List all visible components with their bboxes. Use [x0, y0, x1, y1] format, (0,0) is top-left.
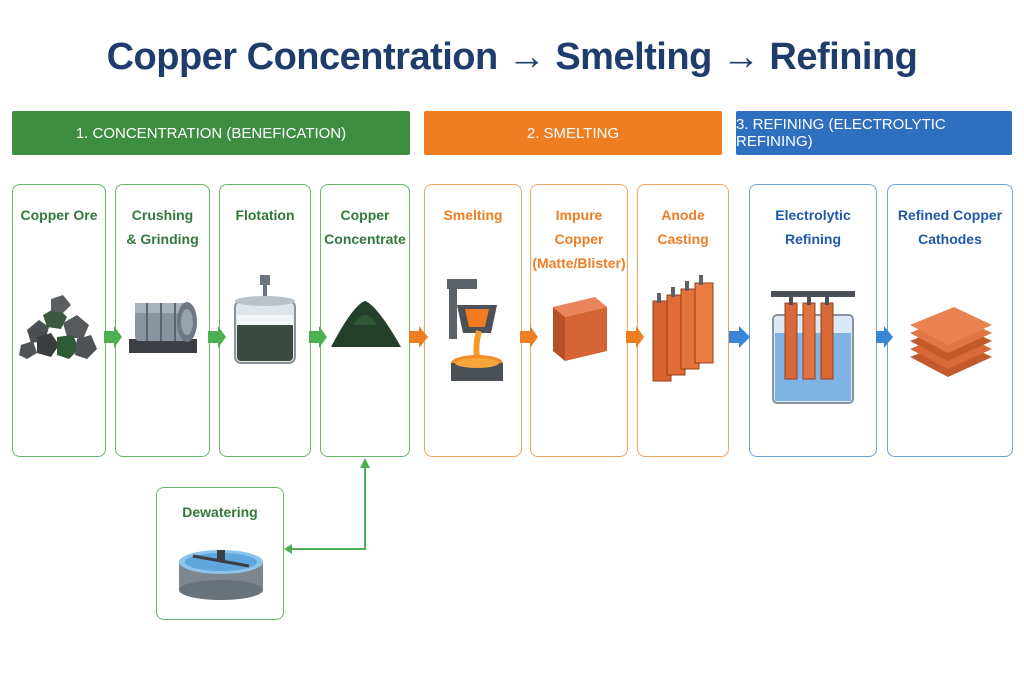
step-anode-casting: Anode Casting	[637, 184, 729, 457]
step-label-line: Electrolytic	[775, 207, 851, 223]
step-label: Refined Copper Cathodes	[888, 203, 1012, 251]
stage-header-refining: 3. REFINING (ELECTROLYTIC REFINING)	[736, 111, 1012, 155]
step-label-line: & Grinding	[126, 231, 199, 247]
step-label-line: Cathodes	[918, 231, 982, 247]
stage-header-smelting: 2. SMELTING	[424, 111, 722, 155]
stage-header-label: 2. SMELTING	[526, 124, 620, 142]
stage-header-label: 3. REFINING (ELECTROLYTIC REFINING)	[736, 116, 946, 150]
step-crushing-grinding: Crushing & Grinding	[115, 184, 210, 457]
step-label-line: Concentrate	[324, 231, 406, 247]
step-refined-cathodes: Refined Copper Cathodes	[887, 184, 1013, 457]
step-label-line: (Matte/Blister)	[532, 255, 626, 271]
stage-header-label: 1. CONCENTRATION (BENEFICATION)	[75, 124, 347, 142]
step-label: Impure Copper (Matte/Blister)	[531, 203, 627, 275]
step-label-line: Flotation	[235, 207, 295, 223]
page-title: Copper Concentration → Smelting → Refini…	[106, 36, 918, 78]
anode-plates-icon	[652, 275, 714, 382]
arrow-up-icon	[360, 458, 370, 468]
step-label: Smelting	[425, 203, 521, 227]
step-smelting: Smelting	[424, 184, 522, 457]
dewatering-connector	[292, 466, 366, 550]
ore-rocks-icon	[19, 295, 97, 359]
ball-mill-icon	[128, 302, 197, 353]
copper-cathodes-icon	[910, 307, 992, 377]
arrow-left-icon	[284, 544, 292, 554]
step-label-line: Anode	[661, 207, 705, 223]
step-copper-ore: Copper Ore	[12, 184, 106, 457]
step-label: Copper Ore	[13, 203, 105, 227]
step-impure-copper: Impure Copper (Matte/Blister)	[530, 184, 628, 457]
flotation-tank-icon	[234, 275, 296, 364]
stage-header-concentration: 1. CONCENTRATION (BENEFICATION)	[12, 111, 410, 155]
step-copper-concentrate: Copper Concentrate	[320, 184, 410, 457]
thickener-tank-icon	[179, 550, 263, 600]
step-label-line: Crushing	[131, 207, 194, 223]
step-dewatering: Dewatering	[156, 487, 284, 620]
step-label: Flotation	[220, 203, 310, 227]
step-label: Electrolytic Refining	[750, 203, 876, 251]
step-label: Dewatering	[182, 504, 258, 520]
step-label-line: Copper Ore	[20, 207, 98, 223]
step-flotation: Flotation	[219, 184, 311, 457]
step-label-line: Impure Copper	[554, 207, 604, 247]
step-label-line: Refined Copper	[897, 207, 1003, 223]
step-label: Anode Casting	[638, 203, 728, 251]
step-electrolytic-refining: Electrolytic Refining	[749, 184, 877, 457]
step-label-line: Refining	[785, 231, 841, 247]
smelting-furnace-icon	[447, 279, 503, 381]
copper-block-icon	[553, 297, 607, 361]
step-label-line: Casting	[657, 231, 709, 247]
concentrate-pile-icon	[331, 301, 401, 347]
step-label: Crushing & Grinding	[116, 203, 209, 251]
electrolytic-cell-icon	[771, 291, 855, 404]
step-label-line: Copper	[340, 207, 390, 223]
step-label: Copper Concentrate	[321, 203, 409, 251]
step-label-line: Smelting	[443, 207, 503, 223]
